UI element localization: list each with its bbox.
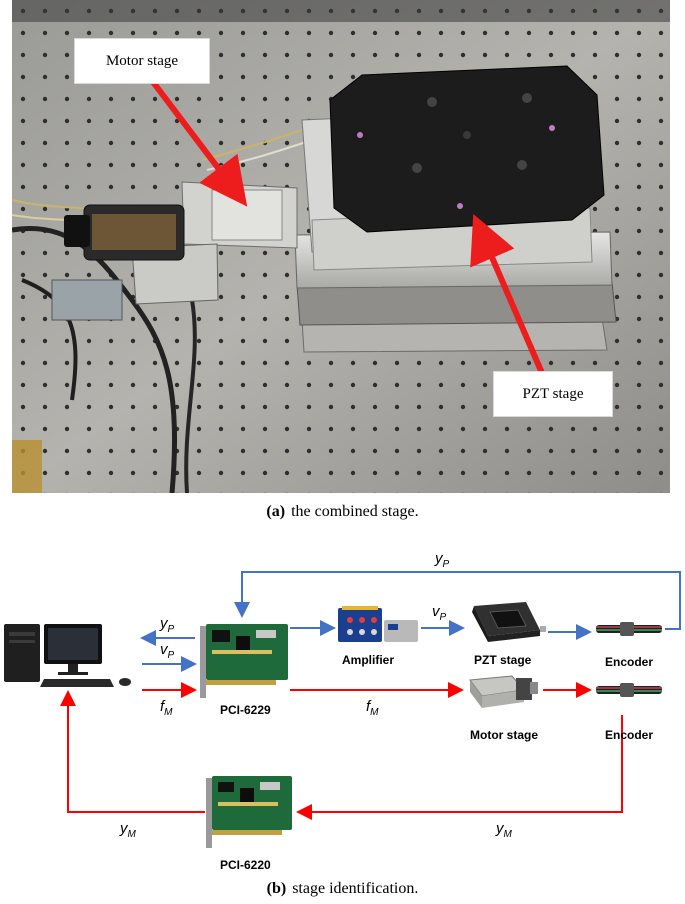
yp-left-signal: yP xyxy=(160,615,175,635)
pci-6229-label: PCI-6229 xyxy=(220,703,271,717)
vp-mid-signal: vP xyxy=(432,603,447,623)
motor-stage-callout: Motor stage xyxy=(74,38,210,84)
pci-6220-label: PCI-6220 xyxy=(220,858,271,872)
yp-top-signal: yP xyxy=(435,550,450,570)
motor-stage-icon xyxy=(469,675,538,708)
motor-stage-label: Motor stage xyxy=(470,728,539,742)
caption-a-tag: (a) xyxy=(266,503,286,520)
caption-b: (b) stage identification. xyxy=(0,880,685,898)
ym-encoder-to-pci6220-path xyxy=(296,715,623,820)
amplifier-icon xyxy=(338,606,418,642)
fm-mid-signal: fM xyxy=(366,698,379,718)
encoder-top-icon xyxy=(596,622,662,636)
pzt-stage-icon xyxy=(472,602,546,642)
pci-6220-card-icon xyxy=(206,776,292,848)
pzt-stage-pointer xyxy=(470,213,548,382)
callout-arrows xyxy=(147,76,548,382)
caption-b-tag: (b) xyxy=(266,880,287,897)
encoder-bottom-icon xyxy=(596,683,662,697)
vp-left-signal: vP xyxy=(160,641,175,661)
ym-pci6220-to-pc-path xyxy=(60,690,205,813)
motor-stage-pointer xyxy=(147,76,248,207)
pzt-stage-callout: PZT stage xyxy=(493,371,613,417)
ym-right-signal: yM xyxy=(496,820,512,840)
caption-a-text: the combined stage. xyxy=(291,503,419,520)
amplifier-label: Amplifier xyxy=(342,653,395,667)
diagram-connections xyxy=(4,571,681,848)
computer-icon xyxy=(4,624,131,687)
ym-left-signal: yM xyxy=(120,820,136,840)
caption-a: (a) the combined stage. xyxy=(0,503,685,521)
encoder-bottom-label: Encoder xyxy=(605,728,654,742)
encoder-top-label: Encoder xyxy=(605,655,654,669)
identification-diagram: Amplifier PZT stage Encoder PCI-6229 Mot… xyxy=(0,540,685,875)
pci-6229-card-icon xyxy=(200,624,288,698)
fm-left-signal: fM xyxy=(160,698,173,718)
pzt-stage-label: PZT stage xyxy=(474,653,532,667)
yp-feedback-path xyxy=(234,571,681,630)
caption-b-text: stage identification. xyxy=(292,880,419,897)
